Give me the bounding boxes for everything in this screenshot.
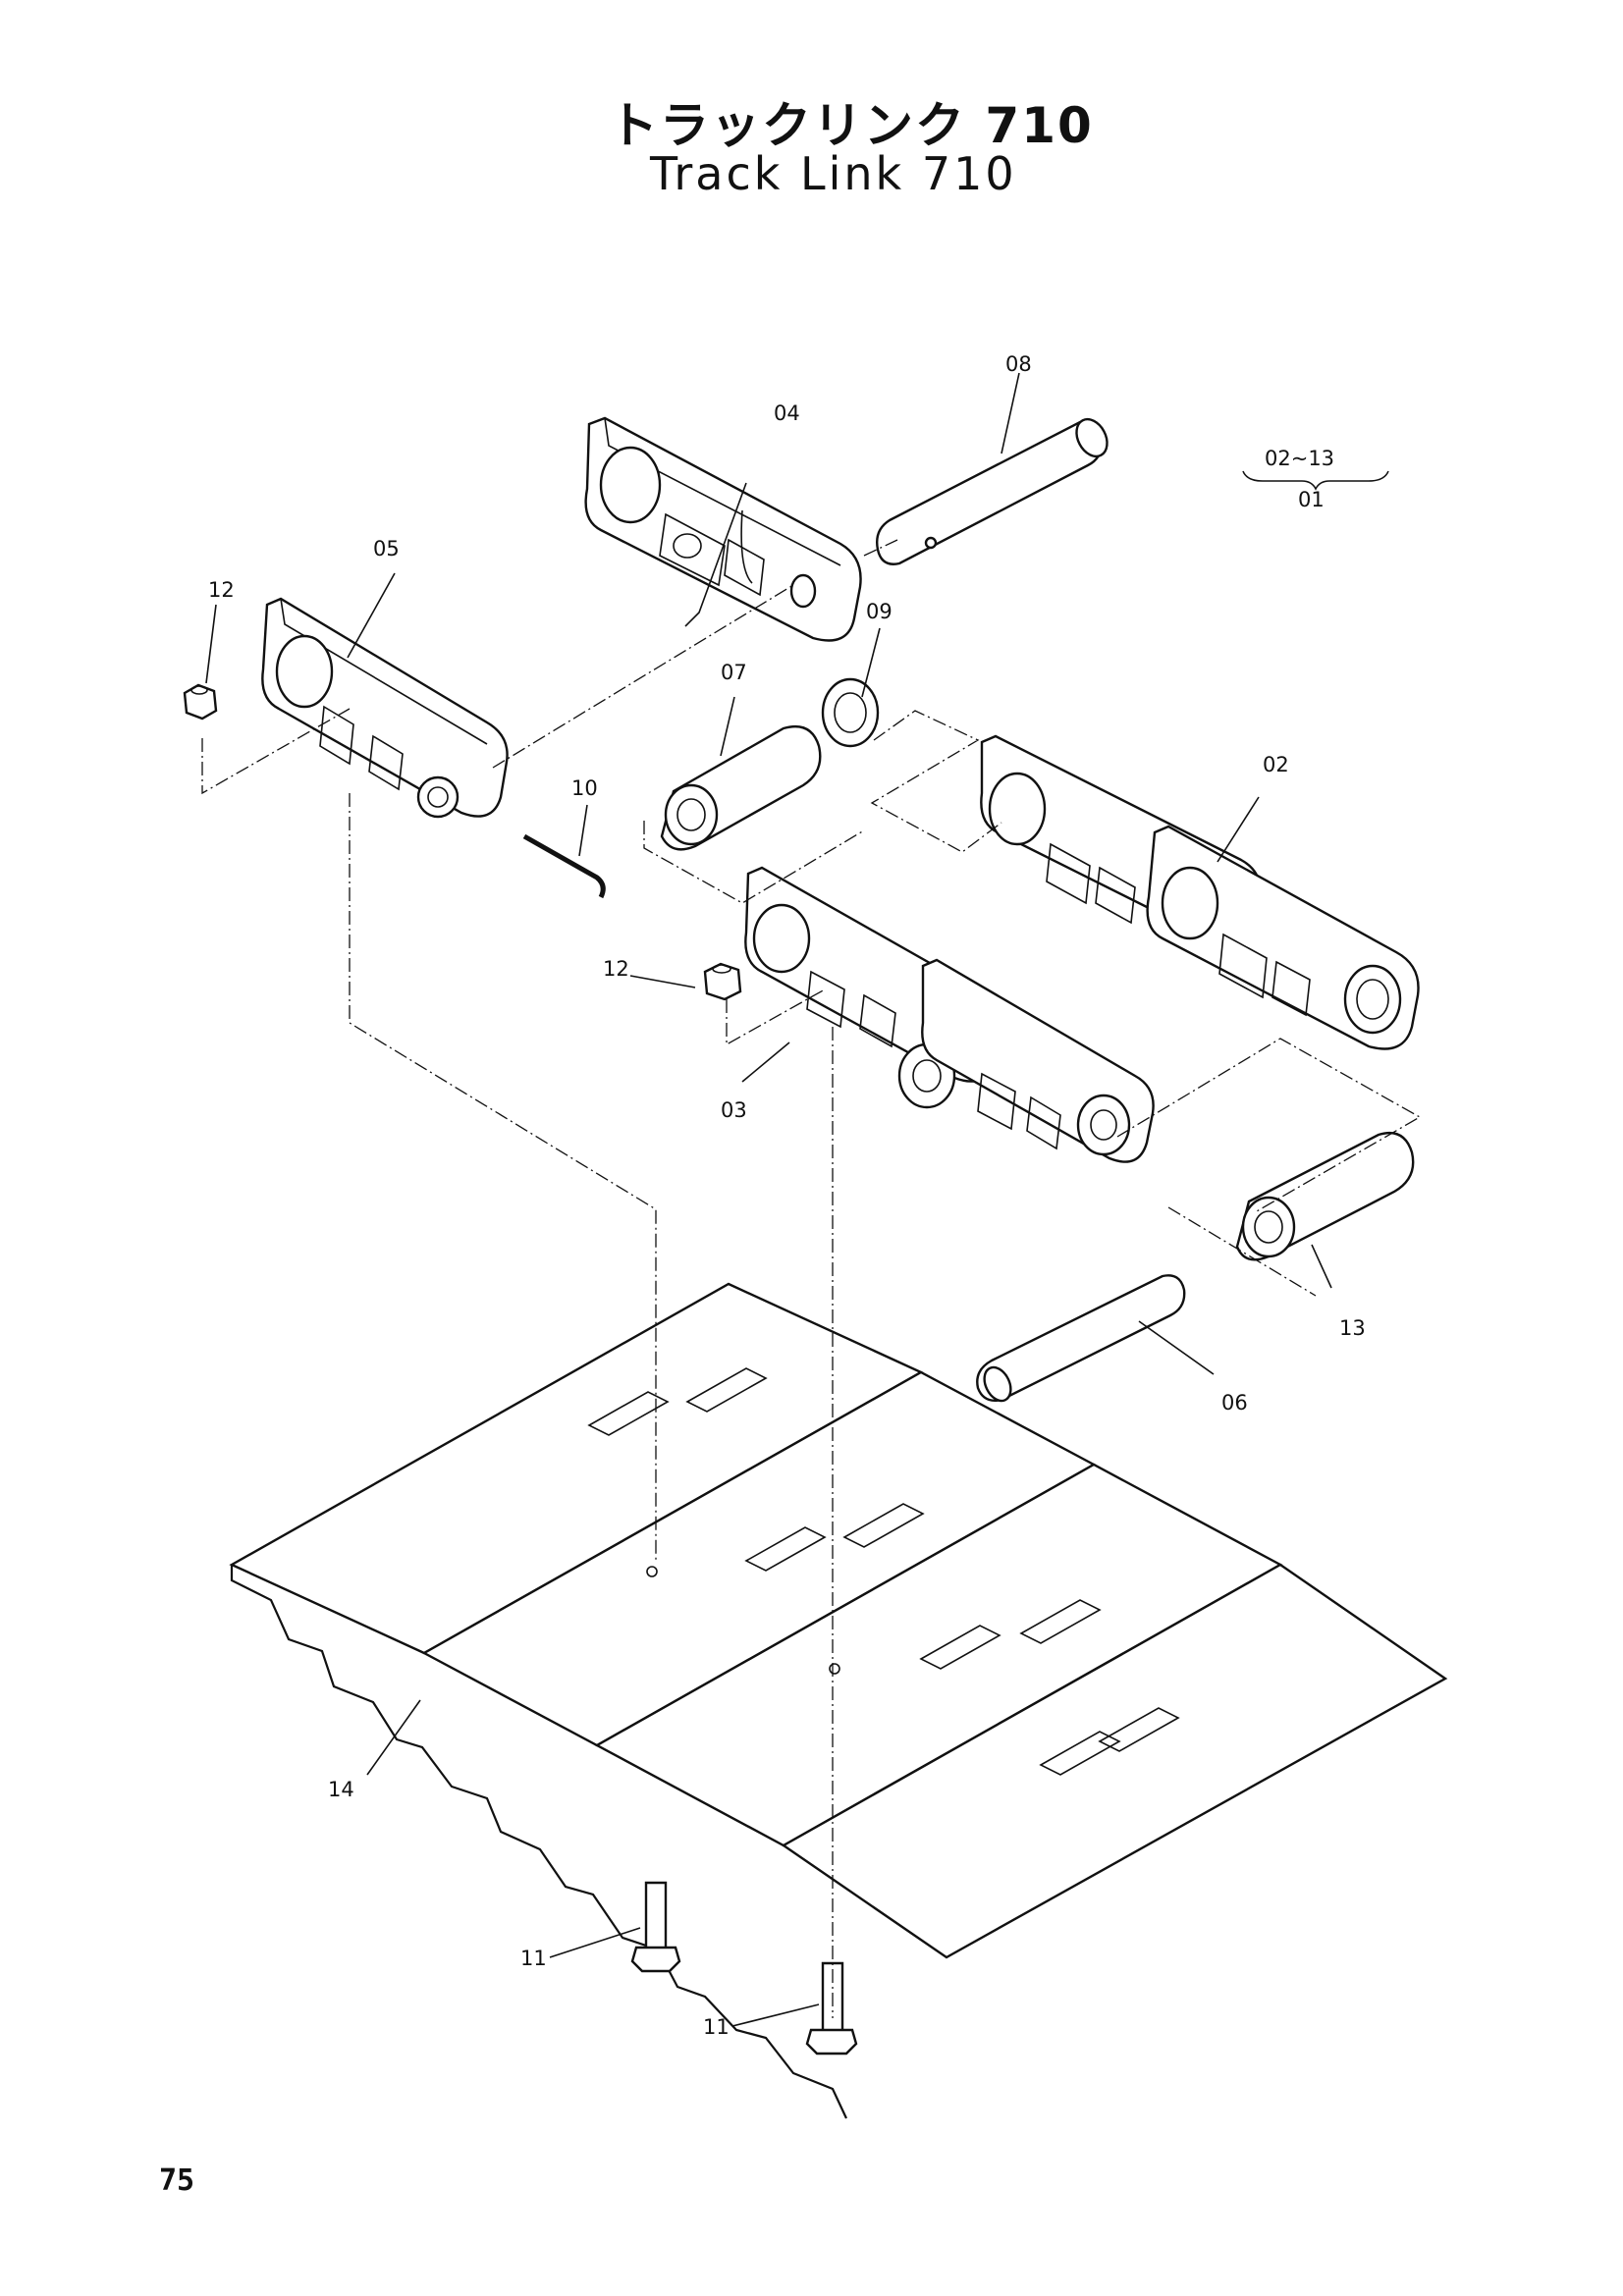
part-12-nut-upper (183, 683, 218, 721)
callout-04: 04 (774, 401, 800, 425)
part-02-link-assembly (980, 734, 1420, 1050)
part-10-spring-pin (522, 833, 606, 899)
diagram-title-japanese: トラックリンク 710 (609, 97, 1094, 154)
callout-12-upper: 12 (208, 578, 235, 602)
part-08-pin (876, 417, 1109, 565)
part-11-bolt-left (630, 1881, 681, 1973)
callout-05: 05 (373, 537, 400, 561)
callout-06: 06 (1221, 1391, 1248, 1415)
assembly-note-range: 02~13 (1265, 447, 1334, 470)
part-06-pin (976, 1274, 1186, 1403)
callout-08: 08 (1005, 352, 1032, 376)
callout-02: 02 (1263, 753, 1289, 776)
callout-10: 10 (571, 776, 598, 800)
part-03-link-assembly (744, 866, 1155, 1163)
part-07-bushing (660, 724, 822, 851)
page-number: 75 (159, 2163, 195, 2198)
assembly-note: 02~13 01 (1242, 447, 1389, 511)
part-12-nut-lower (703, 962, 742, 1001)
callout-13: 13 (1339, 1316, 1366, 1340)
callout-09: 09 (866, 600, 893, 623)
part-05-master-link (261, 597, 509, 819)
assembly-note-assembly: 01 (1298, 488, 1325, 511)
callout-12-lower: 12 (603, 957, 629, 981)
diagram-title-english: Track Link 710 (650, 147, 1017, 200)
callout-11-left: 11 (520, 1947, 547, 1970)
part-11-bolt-right (805, 1961, 858, 2056)
callout-07: 07 (721, 661, 747, 684)
part-04-track-link (584, 416, 862, 642)
part-13-bushing (1235, 1131, 1415, 1261)
part-14-track-shoes (229, 1282, 1448, 2119)
callout-03: 03 (721, 1098, 747, 1122)
assembly-note-brace (1242, 470, 1389, 491)
leader-lines (205, 372, 1332, 2027)
callout-11-right: 11 (703, 2015, 730, 2039)
assembly-lines (201, 539, 1422, 2018)
callout-labels: 04 08 05 12 09 07 02 10 12 03 13 06 14 1… (208, 352, 1366, 2039)
callout-14: 14 (328, 1778, 354, 1801)
part-09-seal (821, 677, 880, 748)
